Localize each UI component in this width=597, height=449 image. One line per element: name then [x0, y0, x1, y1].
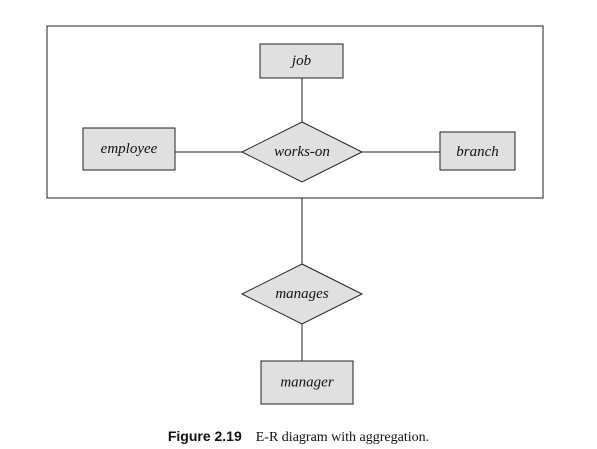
entity-manager-label: manager [280, 375, 333, 391]
entity-branch-label: branch [456, 144, 499, 160]
relationship-manages: manages [240, 263, 364, 325]
entity-job-label: job [290, 53, 312, 69]
entity-employee-label: employee [101, 141, 158, 157]
figure-caption: Figure 2.19 E-R diagram with aggregation. [0, 428, 597, 446]
entity-employee: employee [82, 127, 176, 171]
entity-branch: branch [439, 131, 516, 171]
relationship-manages-label: manages [275, 286, 328, 302]
relationship-works-on: works-on [240, 121, 364, 183]
figure-caption-label: Figure 2.19 [167, 428, 242, 444]
relationship-works-on-label: works-on [274, 144, 330, 160]
entity-manager: manager [260, 360, 354, 405]
figure-caption-text: E-R diagram with aggregation. [255, 430, 430, 445]
entity-job: job [259, 43, 344, 79]
aggregation-box [46, 25, 544, 199]
